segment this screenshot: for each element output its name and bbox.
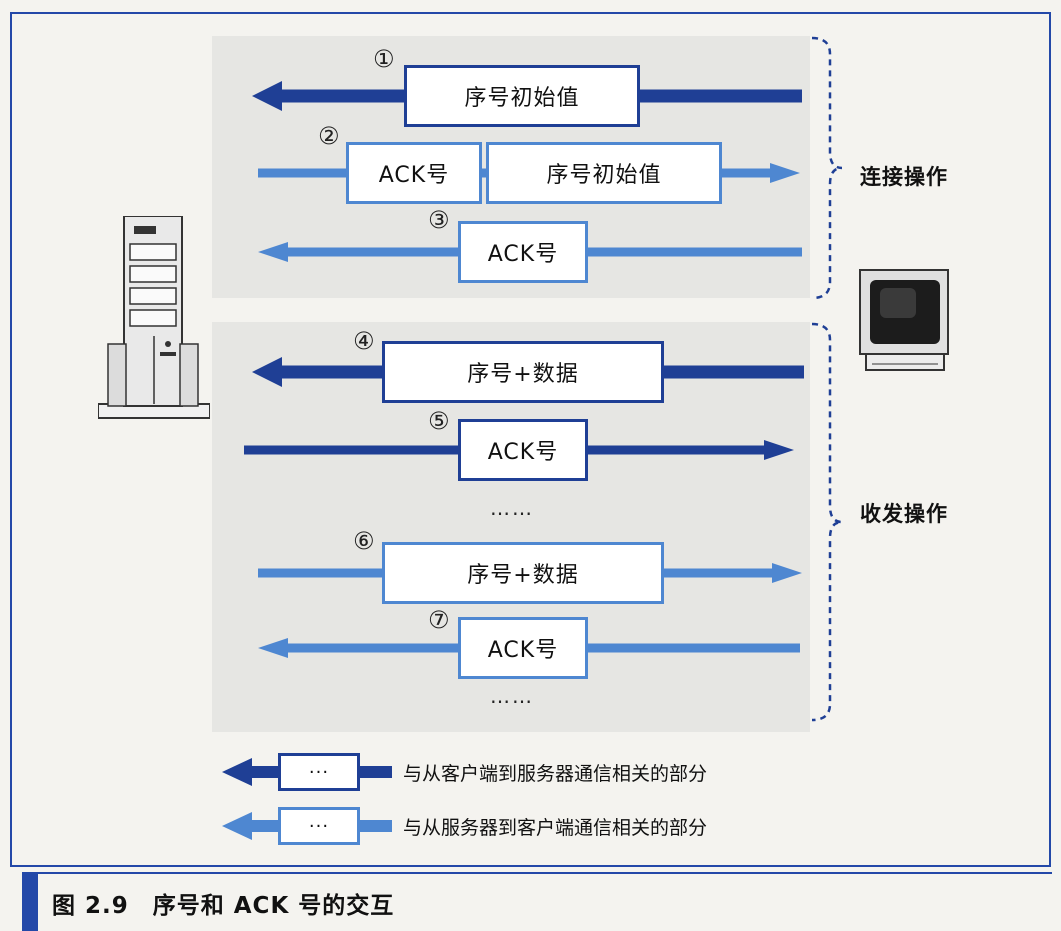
step-3-segment-1: ACK号 [458, 221, 588, 283]
step-1-number: ① [373, 45, 397, 73]
transfer-phase-label: 收发操作 [860, 502, 948, 526]
step-2-segment-2: 序号初始值 [486, 142, 722, 204]
server-icon [98, 216, 210, 419]
step-2-segment-1: ACK号 [346, 142, 482, 204]
step-5-segment-1: ACK号 [458, 419, 588, 481]
step-5-arrow-head [764, 439, 794, 460]
legend-1-box: ··· [278, 753, 360, 791]
step-3-number: ③ [428, 206, 452, 234]
connect-phase-brace [811, 36, 843, 300]
step-1-arrow-head [252, 80, 282, 111]
step-2-number: ② [318, 122, 342, 150]
step-6-segment-1: 序号+数据 [382, 542, 664, 604]
ellipsis-2: …… [490, 684, 534, 708]
legend-2-arrow-head [222, 811, 252, 840]
step-4-number: ④ [353, 327, 377, 355]
step-7-number: ⑦ [428, 606, 452, 634]
step-2-arrow-head [770, 162, 800, 183]
step-1-segment-1: 序号初始值 [404, 65, 640, 127]
step-7-arrow-head [258, 637, 288, 658]
legend-1-arrow-head [222, 757, 252, 786]
client-monitor-icon [859, 269, 949, 371]
legend-2-text: 与从服务器到客户端通信相关的部分 [403, 817, 708, 839]
caption-tab [22, 874, 38, 931]
step-4-arrow-head [252, 356, 282, 387]
legend-2-box: ··· [278, 807, 360, 845]
connect-phase-label: 连接操作 [860, 165, 948, 189]
transfer-phase-brace [811, 322, 843, 722]
step-7-segment-1: ACK号 [458, 617, 588, 679]
step-6-arrow-head [772, 562, 802, 583]
legend-1-text: 与从客户端到服务器通信相关的部分 [403, 763, 708, 785]
figure-caption: 图 2.9 序号和 ACK 号的交互 [52, 893, 395, 919]
step-4-segment-1: 序号+数据 [382, 341, 664, 403]
caption-bar: 图 2.9 序号和 ACK 号的交互 [22, 872, 1052, 931]
step-5-number: ⑤ [428, 407, 452, 435]
step-3-arrow-head [258, 241, 288, 262]
step-6-number: ⑥ [353, 527, 377, 555]
ellipsis-1: …… [490, 496, 534, 520]
